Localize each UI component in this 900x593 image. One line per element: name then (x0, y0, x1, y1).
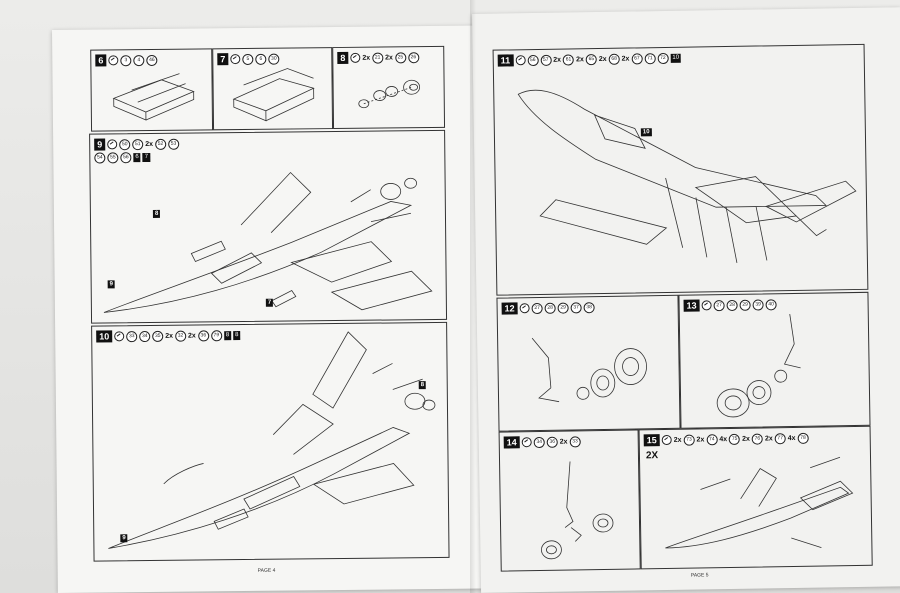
page-4-sheet: 6 3 4 46 7 5 6 30 (52, 25, 482, 593)
step-7-drawing (232, 68, 315, 122)
step-13-panel: 13 27 28 29 39 40 (678, 291, 871, 429)
ref-tag: 8 (418, 381, 427, 390)
page-footer: PAGE 4 (257, 567, 276, 574)
step-14-drawing (541, 461, 614, 560)
step-6-drawing (112, 73, 195, 121)
step-9-panel: 9 50 51 2x 52 53 54 55 56 6 7 (89, 129, 448, 324)
ref-tag: 9 (107, 280, 116, 289)
step-8-panel: 8 2x 21 2x 25 26 (332, 45, 446, 130)
page-fold-shadow (470, 0, 476, 593)
step-6-panel: 6 3 4 46 (90, 48, 214, 132)
step-15-panel: 15 2x 73 2x 74 4x 75 2x 76 2x 77 4x 78 2… (638, 425, 873, 570)
step-13-drawing (716, 313, 801, 418)
step-7-panel: 7 5 6 30 (212, 47, 334, 131)
page-5-sheet: 11 56 57 2x 61 2x 65 2x 68 2x 67 71 72 1… (472, 7, 900, 593)
page-footer: PAGE 5 (690, 572, 709, 579)
step-14-panel: 14 34 36 2x 33 (498, 429, 641, 572)
step-8-drawing (358, 79, 421, 109)
step-11-drawing (517, 89, 857, 263)
ref-tag: 9 (120, 534, 128, 543)
ref-tag: 7 (265, 298, 274, 307)
step-9-drawing (103, 171, 433, 313)
ref-tag: 8 (152, 209, 161, 218)
step-12-drawing (531, 337, 647, 403)
step-15-drawing (665, 456, 854, 549)
ref-tag: 10 (640, 128, 652, 137)
step-12-panel: 12 27 28 29 37 38 (496, 294, 681, 432)
step-10-panel: 10 33 34 35 2x 32 2x 36 79 8 8 (91, 321, 450, 562)
step-11-panel: 11 56 57 2x 61 2x 65 2x 68 2x 67 71 72 1… (492, 43, 869, 296)
step-10-drawing (108, 331, 436, 549)
